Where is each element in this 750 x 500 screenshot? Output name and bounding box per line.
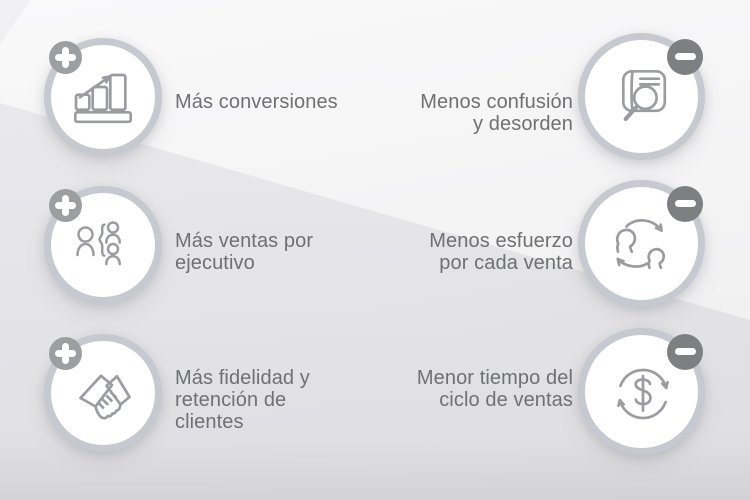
benefit-circle-less-confusion — [578, 33, 705, 160]
plus-badge — [48, 188, 82, 222]
benefit-circle-conversions — [44, 38, 162, 156]
benefit-label: Más ventas por ejecutivo — [175, 230, 314, 274]
minus-icon — [674, 348, 696, 355]
book-magnifier-icon — [621, 69, 666, 121]
benefit-circle-loyalty — [44, 334, 162, 452]
dollar-cycle-icon — [617, 368, 669, 419]
people-sync-icon — [615, 219, 666, 270]
minus-badge — [667, 333, 703, 370]
minus-icon — [674, 53, 696, 60]
benefit-label: Menor tiempo del ciclo de ventas — [416, 367, 573, 411]
plus-badge — [48, 40, 82, 74]
benefit-label: Más conversiones — [175, 91, 338, 113]
minus-badge — [667, 38, 703, 75]
handshake-icon — [79, 374, 131, 420]
team-structure-icon — [75, 220, 121, 265]
minus-icon — [674, 200, 696, 207]
benefit-label: Menos confusión y desorden — [420, 91, 573, 135]
benefit-label: Menos esfuerzo por cada venta — [429, 230, 573, 274]
bar-chart-growth-icon — [73, 73, 133, 123]
benefit-circle-less-effort — [578, 180, 705, 307]
plus-badge — [48, 336, 82, 370]
benefit-circle-cycle-time — [578, 328, 705, 455]
benefit-label: Más fidelidad y retención de clientes — [175, 367, 310, 433]
benefit-circle-sales-per-exec — [44, 186, 162, 304]
minus-badge — [667, 185, 703, 222]
